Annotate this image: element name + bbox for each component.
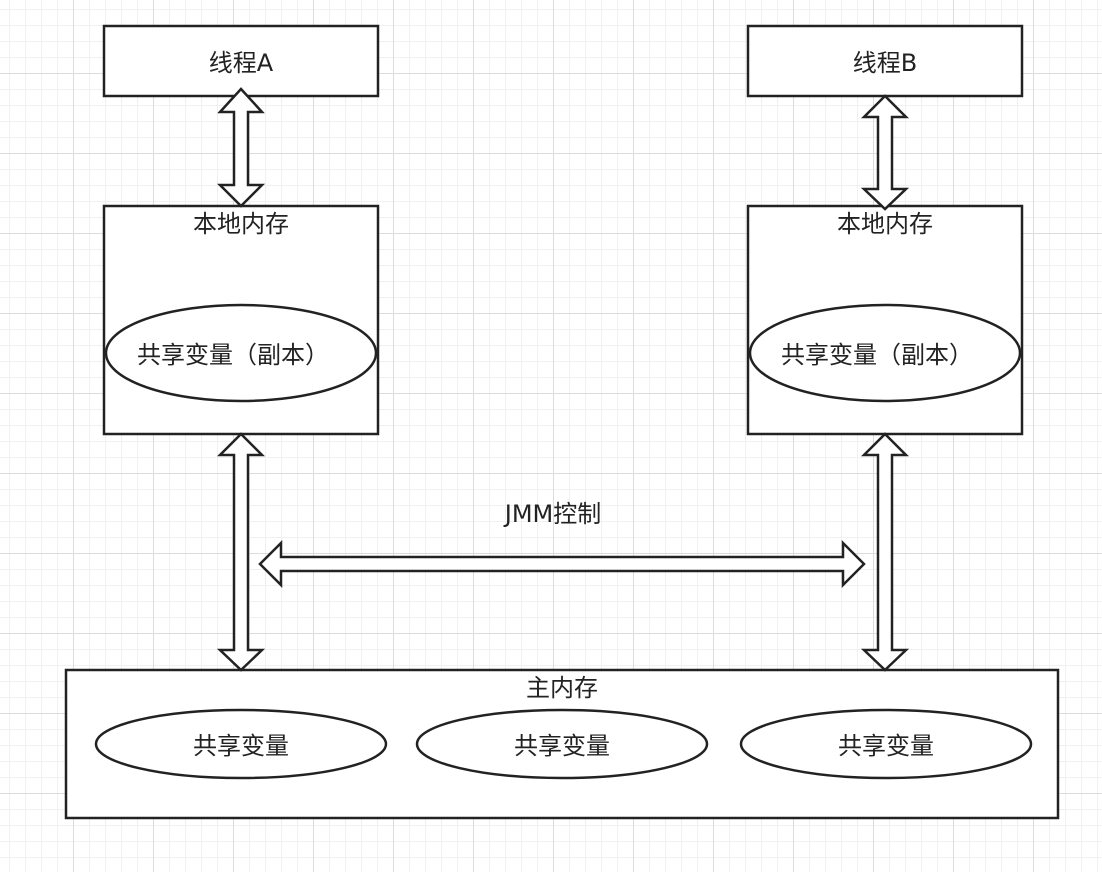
main-memory-variable-label-3: 共享变量 <box>838 732 934 760</box>
main-memory-variable-ellipse-2 <box>415 708 709 780</box>
local-memory-a-variable-label: 共享变量（副本） <box>137 341 329 369</box>
arrow-jmm-control <box>258 539 866 589</box>
thread-b-label: 线程B <box>853 49 917 77</box>
local-memory-a-variable-ellipse <box>104 303 378 403</box>
thread-a-box <box>102 24 380 98</box>
main-memory-variable-label-1: 共享变量 <box>193 732 289 760</box>
main-memory-variable-ellipse-3 <box>739 708 1033 780</box>
arrow-local-a-main <box>216 432 266 672</box>
main-memory-variable-ellipse-1 <box>94 708 388 780</box>
main-memory-variable-label-2: 共享变量 <box>514 732 610 760</box>
local-memory-b-title: 本地内存 <box>837 210 933 238</box>
local-memory-a-title: 本地内存 <box>193 210 289 238</box>
arrow-thread-b-local-b <box>860 94 910 211</box>
local-memory-b-variable-label: 共享变量（副本） <box>781 341 973 369</box>
arrow-thread-a-local-a <box>216 87 266 208</box>
main-memory-title: 主内存 <box>526 674 598 702</box>
thread-a-label: 线程A <box>209 49 274 77</box>
arrow-local-b-main <box>860 432 910 672</box>
local-memory-b-variable-ellipse <box>748 303 1022 403</box>
jmm-control-label: JMM控制 <box>503 500 602 528</box>
thread-b-box <box>746 24 1024 98</box>
